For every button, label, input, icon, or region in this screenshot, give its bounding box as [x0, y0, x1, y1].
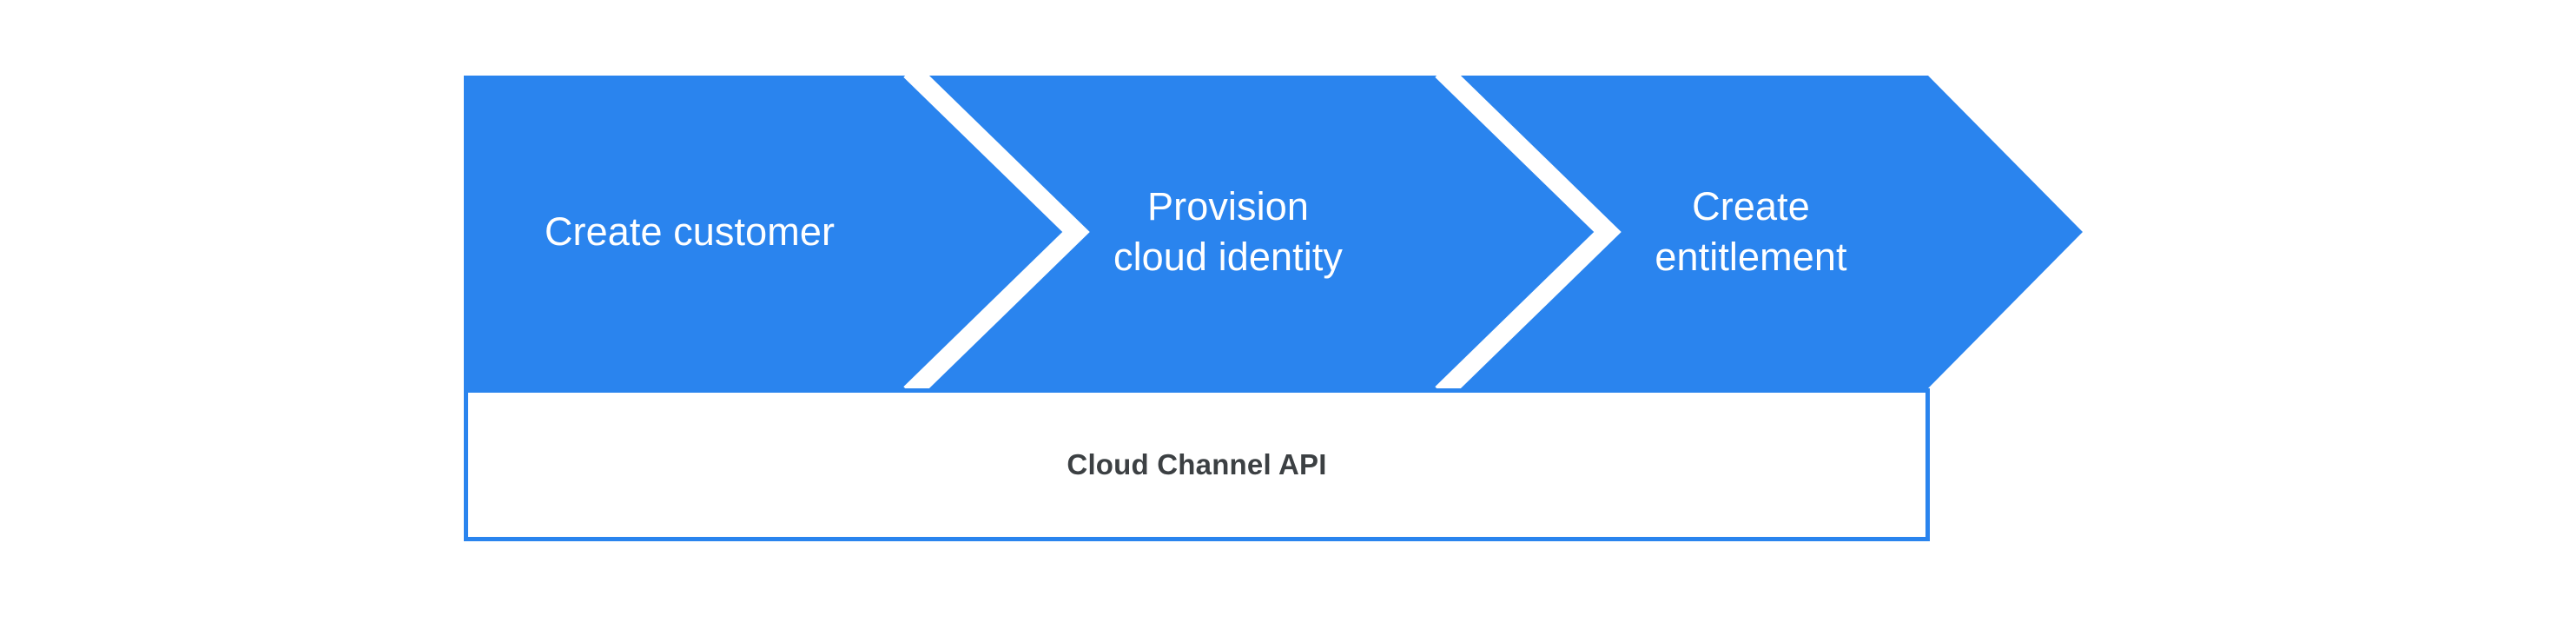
process-flow-diagram: Create customer Provision cloud identity… — [464, 76, 2083, 541]
flow-step-label-2: Provision cloud identity — [1113, 184, 1344, 279]
chevron-arrow-body — [464, 76, 2083, 388]
flow-step-label-3: Create entitlement — [1655, 184, 1847, 279]
flow-shapes-svg — [464, 76, 2083, 541]
step-labels-layer: Create customer Provision cloud identity… — [464, 76, 2083, 388]
flow-step-create-entitlement[interactable]: Create entitlement — [1525, 76, 1977, 388]
chevron-divider-1 — [903, 76, 1090, 401]
flow-step-label-1: Create customer — [544, 209, 836, 255]
api-bar-box — [464, 388, 1930, 541]
chevron-divider-2 — [1435, 76, 1622, 401]
api-bar[interactable]: Cloud Channel API — [464, 388, 1930, 541]
api-bar-label: Cloud Channel API — [1067, 448, 1327, 480]
flow-step-provision-cloud-identity[interactable]: Provision cloud identity — [1002, 76, 1454, 388]
flow-step-create-customer[interactable]: Create customer — [464, 76, 915, 388]
